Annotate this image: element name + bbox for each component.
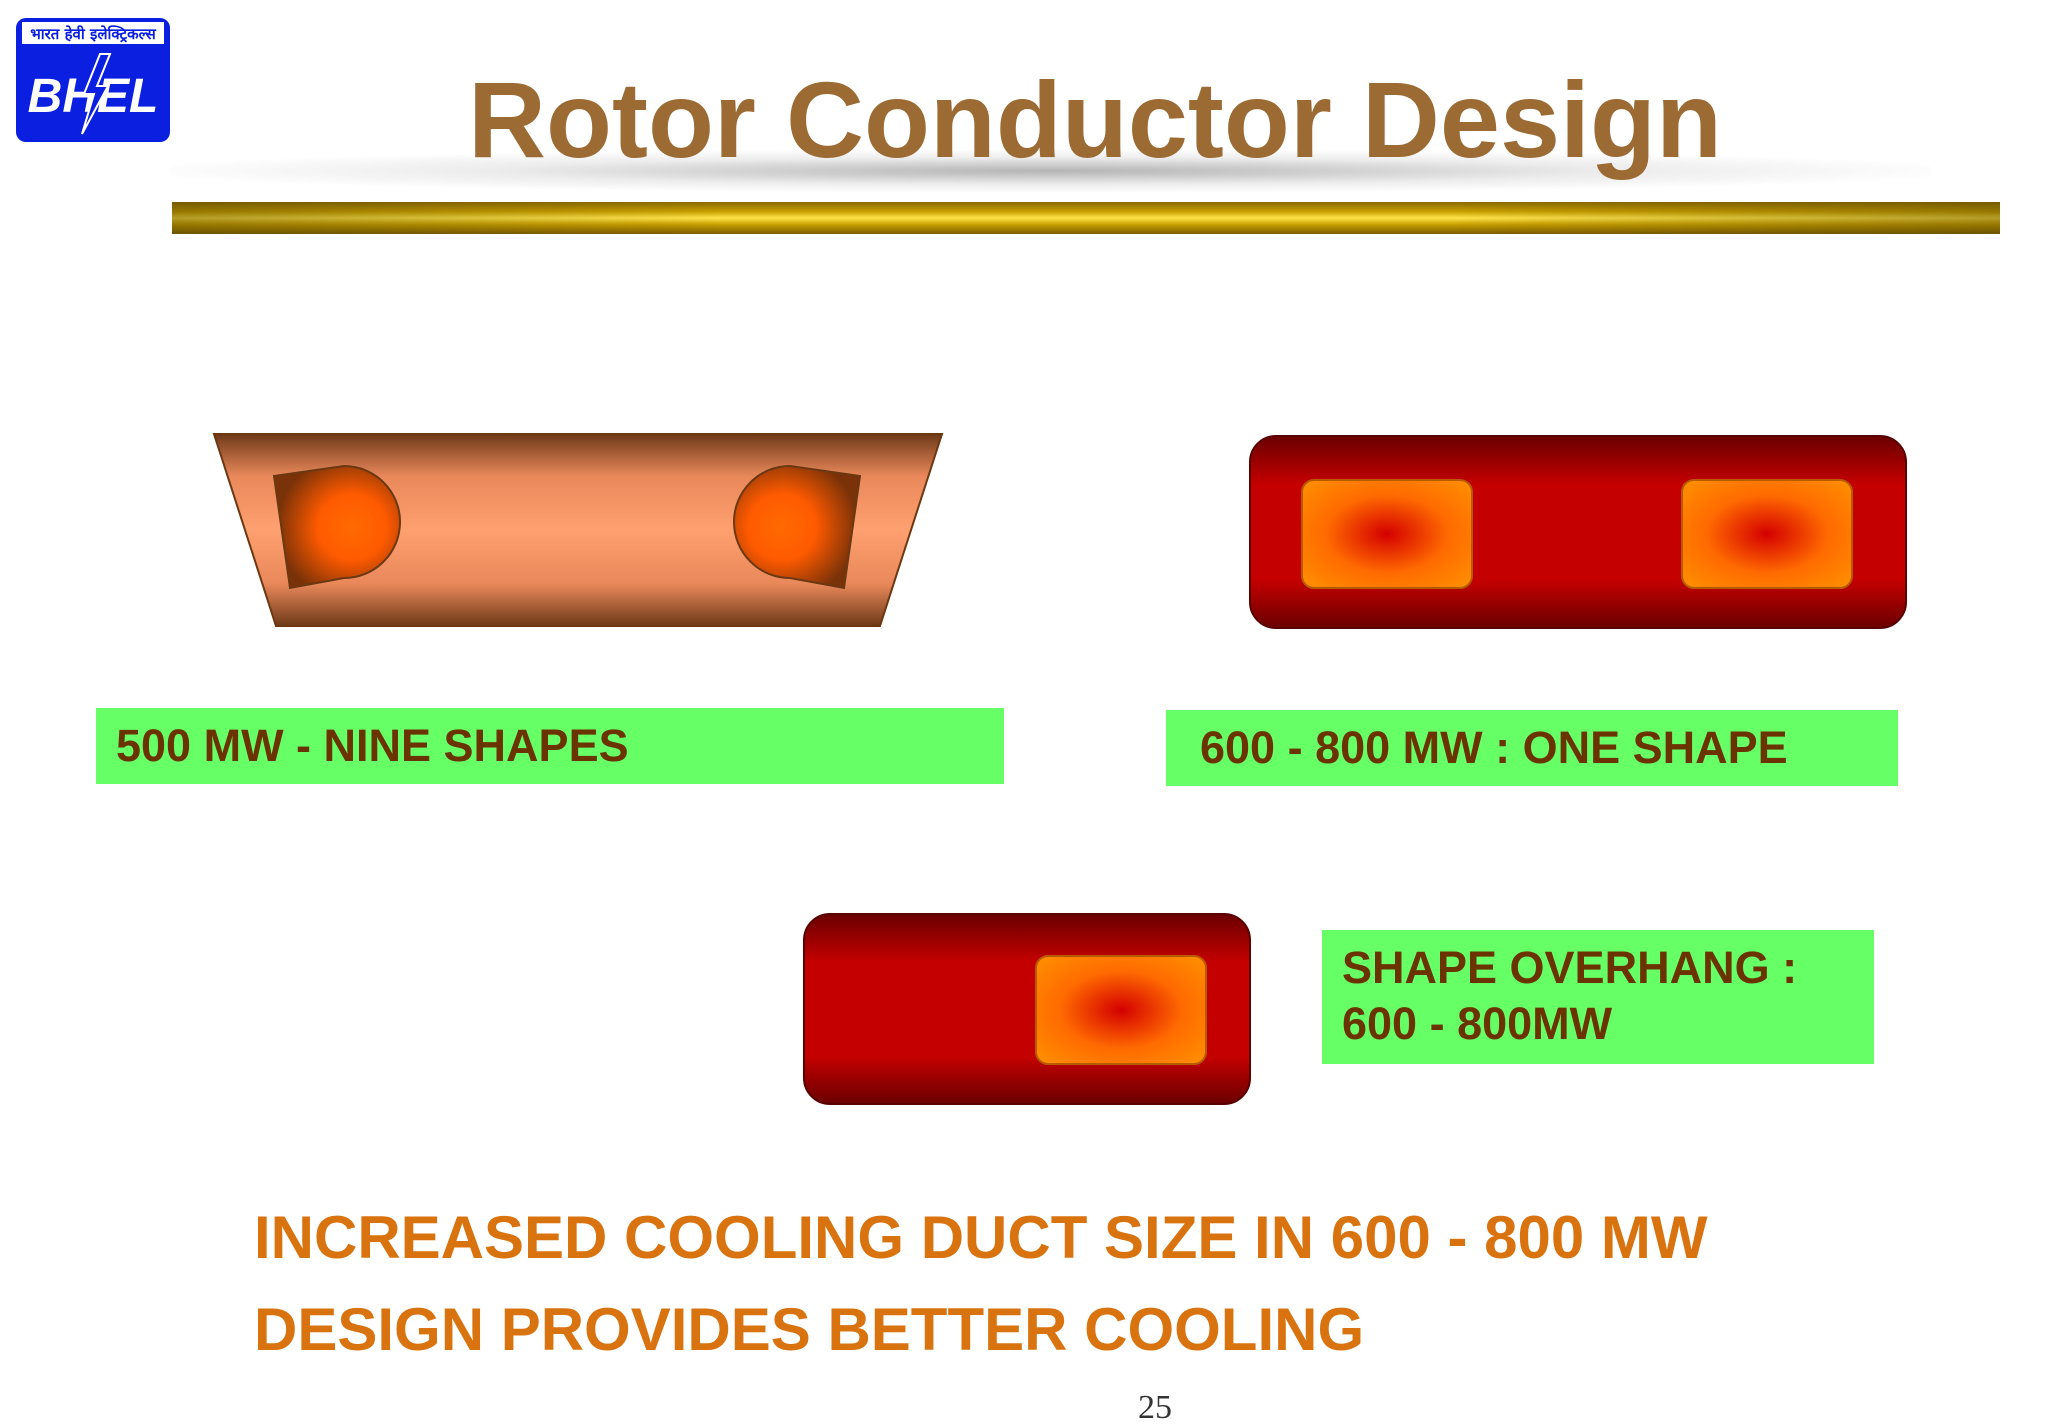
cooling-duct-600mw-left: [1301, 479, 1473, 589]
page-number: 25: [1138, 1389, 1172, 1426]
label-500mw-text: 500 MW - NINE SHAPES: [116, 720, 629, 771]
conductor-overhang-diagram: [803, 913, 1251, 1105]
logo-script-text: भारत हेवी इलेक्ट्रिकल्स: [30, 25, 156, 43]
conclusion-line1: INCREASED COOLING DUCT SIZE IN 600 - 800…: [254, 1204, 1708, 1271]
conclusion-text: INCREASED COOLING DUCT SIZE IN 600 - 800…: [254, 1192, 1894, 1376]
lightning-icon: [81, 53, 112, 135]
label-shape-overhang: SHAPE OVERHANG : 600 - 800MW: [1322, 930, 1874, 1064]
title-underline-bar: [172, 202, 2000, 234]
title-shadow: [170, 150, 1930, 192]
cooling-duct-500mw-left: [272, 464, 401, 590]
conclusion-line2: DESIGN PROVIDES BETTER COOLING: [254, 1296, 1365, 1363]
conductor-600-800mw-diagram: [1249, 435, 1907, 629]
cooling-duct-overhang: [1035, 955, 1207, 1065]
cooling-duct-500mw-right: [733, 464, 862, 590]
slide-title: Rotor Conductor Design: [468, 59, 1722, 180]
label-500mw-nine-shapes: 500 MW - NINE SHAPES: [96, 708, 1004, 784]
label-600mw-text: 600 - 800 MW : ONE SHAPE: [1200, 722, 1788, 773]
label-overhang-line1: SHAPE OVERHANG :: [1342, 942, 1798, 993]
cooling-duct-600mw-right: [1681, 479, 1853, 589]
label-600-800mw-one-shape: 600 - 800 MW : ONE SHAPE: [1166, 710, 1898, 786]
label-overhang-line2: 600 - 800MW: [1342, 998, 1613, 1049]
bhel-logo: भारत हेवी इलेक्ट्रिकल्स BHEL: [16, 18, 170, 142]
conductor-500mw-diagram: [212, 433, 944, 627]
